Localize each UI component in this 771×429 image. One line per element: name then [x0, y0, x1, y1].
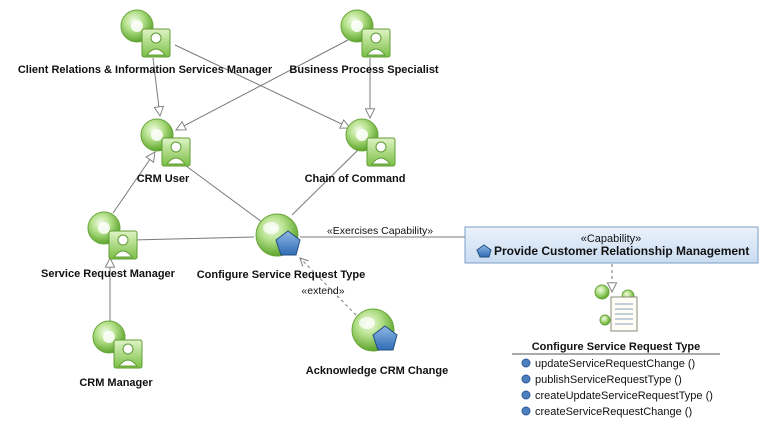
operation-row[interactable]: createServiceRequestChange (): [521, 406, 692, 418]
usecase-acknowledge-label: Acknowledge CRM Change: [306, 365, 448, 377]
operation-label: updateServiceRequestChange (): [535, 358, 695, 370]
operation-icon: [521, 406, 531, 416]
actor-business-process-label: Business Process Specialist: [289, 64, 439, 76]
actor-service-request-manager[interactable]: Service Request Manager: [41, 211, 176, 280]
actor-crm-user-label: CRM User: [137, 173, 190, 185]
operation-row[interactable]: updateServiceRequestChange (): [521, 358, 695, 370]
line-client-to-chain: [174, 44, 350, 128]
actor-crm-manager[interactable]: CRM Manager: [79, 320, 153, 389]
actor-crm-manager-label: CRM Manager: [79, 377, 153, 389]
actor-business-process[interactable]: Business Process Specialist: [289, 9, 439, 76]
operation-icon: [521, 390, 531, 400]
usecase-acknowledge[interactable]: Acknowledge CRM Change: [306, 308, 448, 377]
line-srm-to-configure: [131, 236, 255, 241]
actor-client-relations[interactable]: Client Relations & Information Services …: [18, 9, 273, 76]
line-crmuser-to-configure: [177, 159, 263, 223]
interface-icon: [594, 284, 638, 332]
line-srm-to-crmuser: [112, 152, 155, 214]
pentagon-icon: [372, 325, 398, 351]
interface-title: Configure Service Request Type: [532, 341, 701, 353]
operation-label: publishServiceRequestType (): [535, 374, 682, 386]
line-extend: [300, 258, 357, 316]
operation-label: createServiceRequestChange (): [535, 406, 692, 418]
line-chain-to-configure: [291, 149, 359, 216]
operation-icon: [521, 374, 531, 384]
capability-stereotype: «Capability»: [581, 233, 642, 245]
pentagon-icon: [476, 244, 492, 258]
interface-class[interactable]: Configure Service Request Type updateSer…: [512, 341, 720, 418]
usecase-configure-label: Configure Service Request Type: [197, 269, 366, 281]
actor-service-request-manager-label: Service Request Manager: [41, 268, 176, 280]
connectors: [110, 39, 612, 323]
actor-crm-user[interactable]: CRM User: [137, 118, 191, 185]
usecase-configure[interactable]: Configure Service Request Type: [197, 213, 366, 281]
actor-chain-of-command-label: Chain of Command: [305, 173, 406, 185]
operation-icon: [521, 358, 531, 368]
actor-client-relations-label: Client Relations & Information Services …: [18, 64, 273, 76]
operation-row[interactable]: createUpdateServiceRequestType (): [521, 390, 713, 402]
operation-label: createUpdateServiceRequestType (): [535, 390, 713, 402]
operation-row[interactable]: publishServiceRequestType (): [521, 374, 682, 386]
pentagon-icon: [275, 230, 301, 256]
capability-title: Provide Customer Relationship Management: [494, 244, 749, 258]
capability-box[interactable]: «Capability» Provide Customer Relationsh…: [464, 226, 759, 264]
line-business-to-crmuser: [176, 39, 349, 130]
extend-label: «extend»: [301, 285, 344, 297]
line-client-to-crmuser: [152, 57, 160, 116]
exercises-capability-label: «Exercises Capability»: [327, 225, 433, 237]
actor-chain-of-command[interactable]: Chain of Command: [305, 118, 406, 185]
